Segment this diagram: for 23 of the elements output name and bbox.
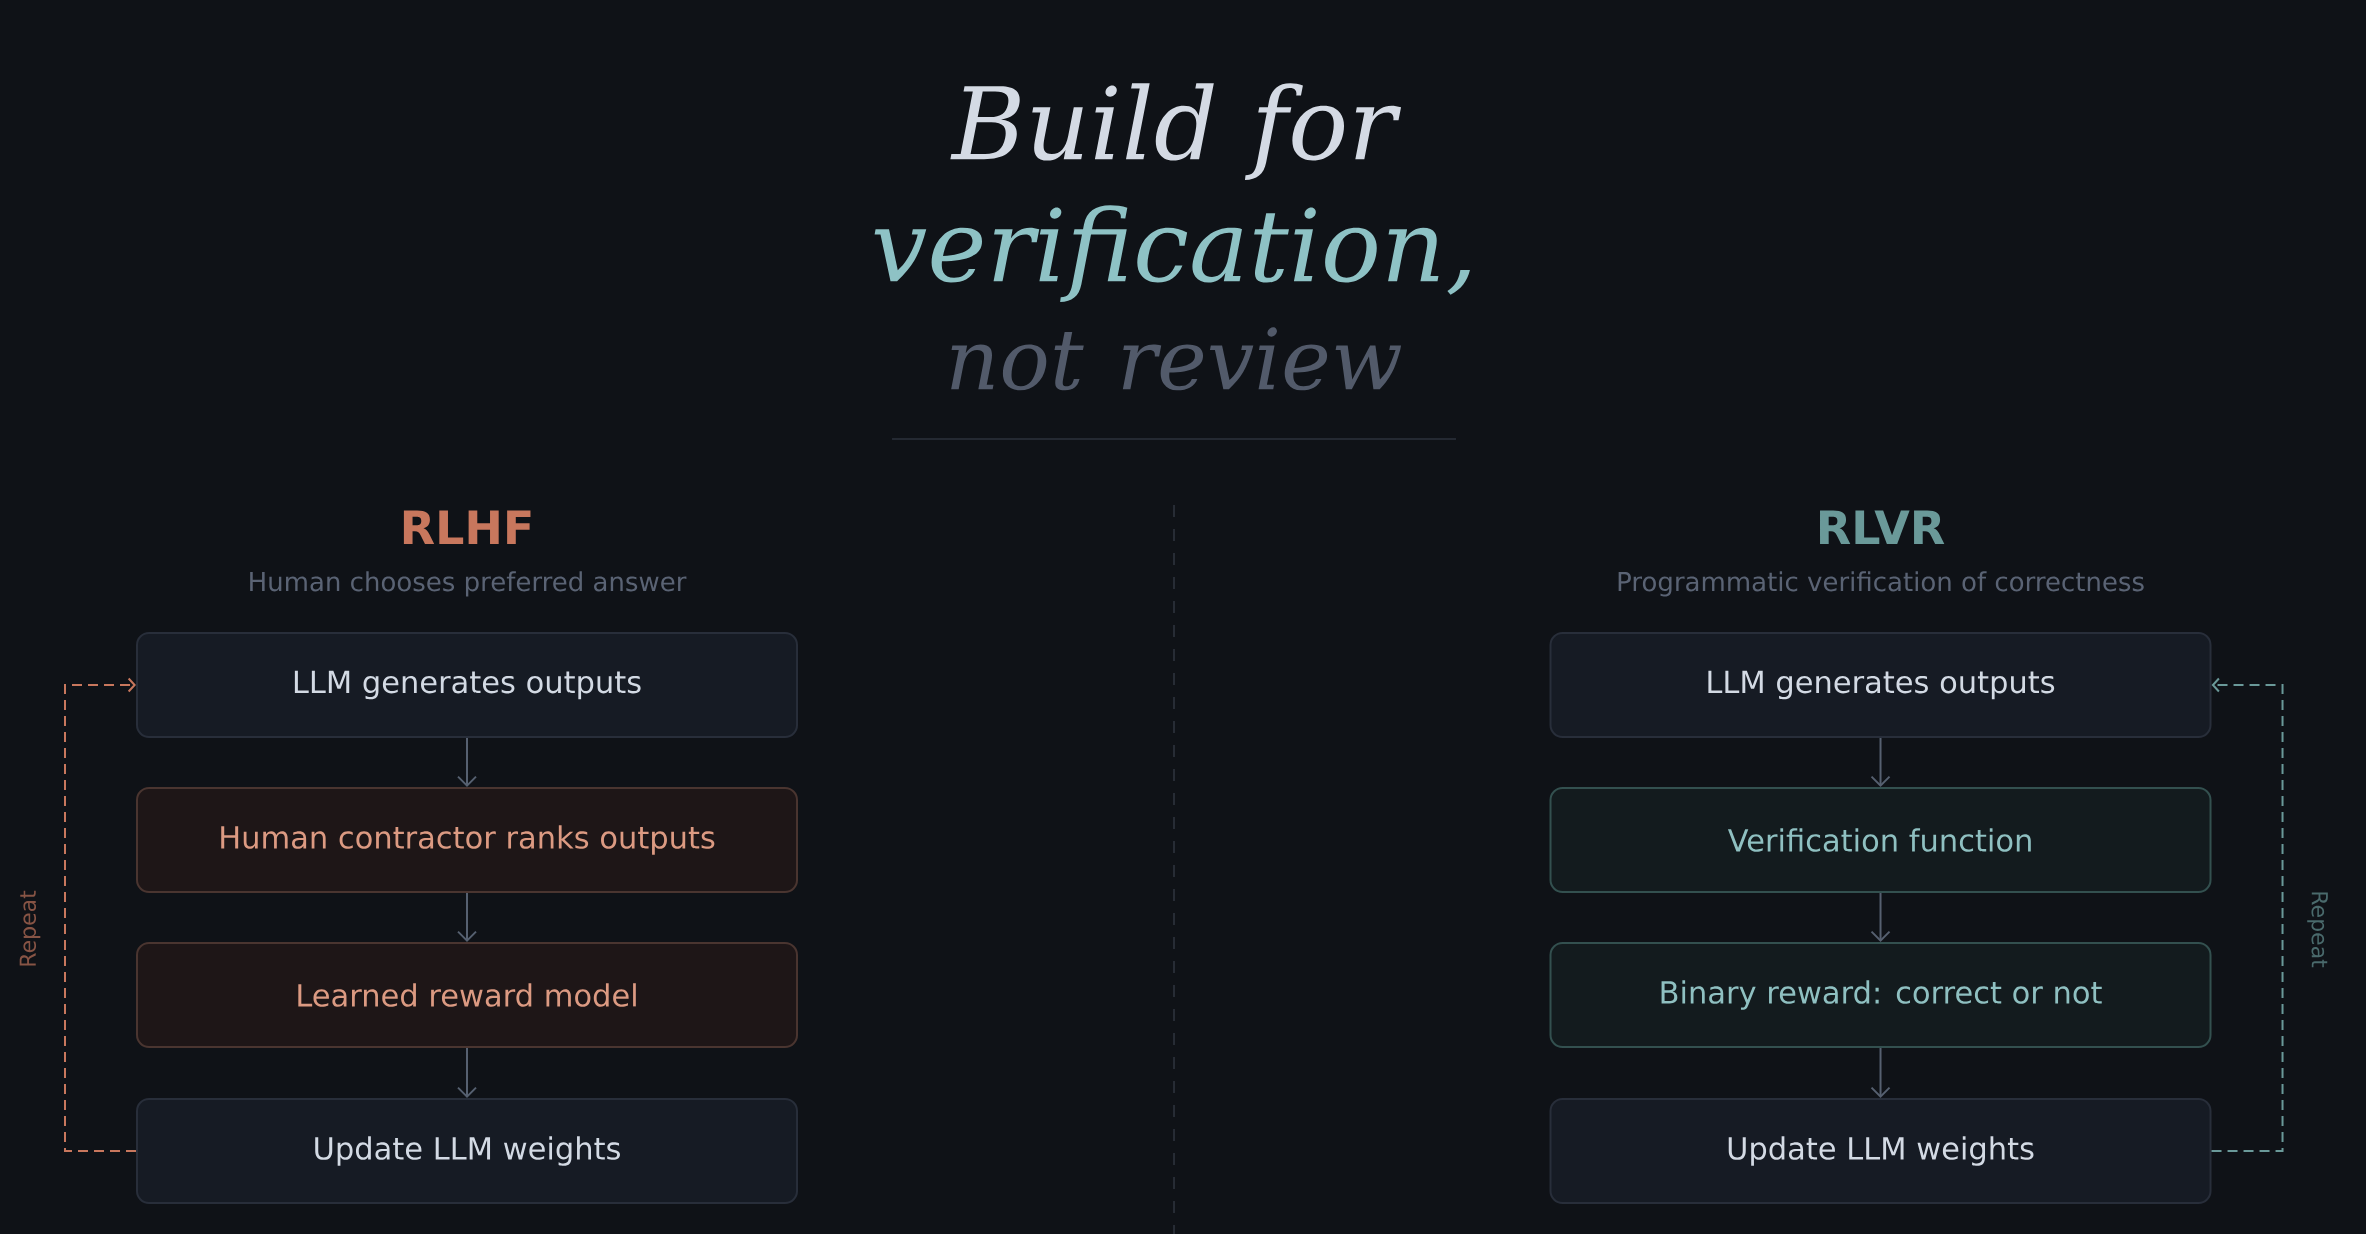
process-box: LLM generates outputs [1549, 632, 2212, 738]
edge-label: Repeat [19, 890, 41, 966]
arrow [457, 737, 477, 787]
edge-label: Repeat [2307, 892, 2328, 968]
arrow [1870, 892, 1891, 942]
column-heading: RLHF [403, 510, 531, 544]
arrow [457, 1047, 477, 1098]
subtitle: Programmatic verification of correctness [1618, 571, 2144, 597]
loop-arrow [64, 677, 137, 1152]
process-box: Human contractor ranks outputs [136, 787, 798, 893]
process-box: Update LLM weights [136, 1098, 798, 1204]
arrow [1870, 1047, 1891, 1098]
column-heading: RLVR [1820, 510, 1945, 544]
loop-arrow [2210, 677, 2284, 1152]
arrow [457, 892, 477, 942]
process-box: Update LLM weights [1549, 1098, 2212, 1204]
process-box: Learned reward model [136, 942, 798, 1048]
arrow [1870, 737, 1891, 787]
process-box: Binary reward: correct or not [1549, 942, 2212, 1048]
process-box: LLM generates outputs [136, 632, 798, 738]
process-box: Verification function [1549, 787, 2212, 893]
subtitle: Human chooses preferred answer [250, 571, 687, 597]
title: Build for verification, not review [874, 83, 1470, 391]
